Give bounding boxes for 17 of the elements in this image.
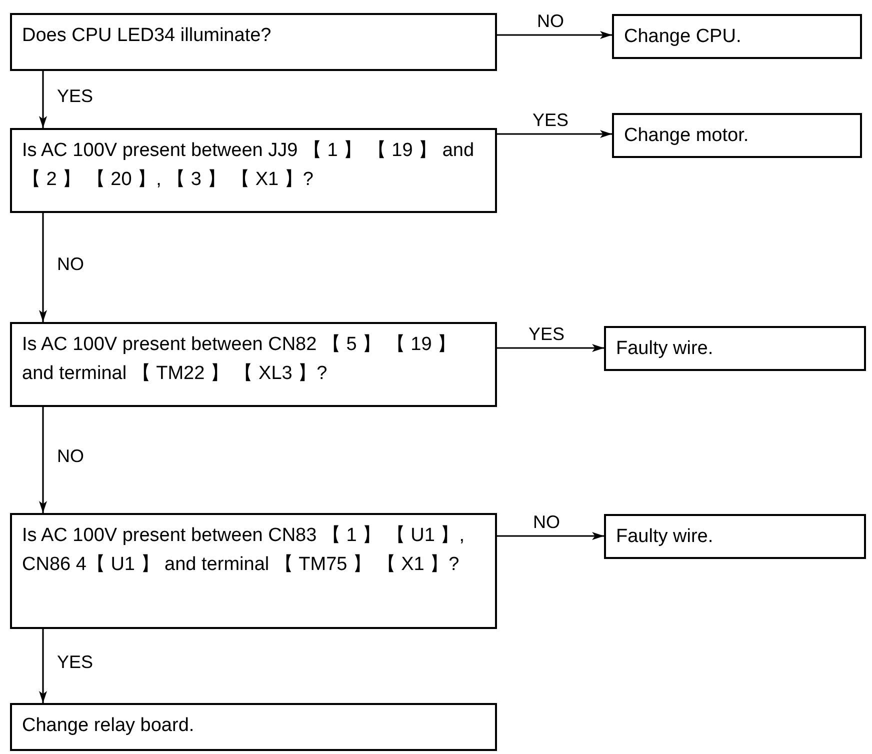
- arrow: [39, 629, 47, 703]
- action-box: Faulty wire.: [604, 514, 866, 559]
- action-box: Change relay board.: [10, 703, 497, 751]
- action-box: Faulty wire.: [604, 326, 866, 371]
- arrow: [39, 213, 47, 322]
- arrow: [39, 71, 47, 128]
- arrow: [497, 532, 604, 540]
- decision-box: Does CPU LED34 illuminate?: [10, 13, 497, 71]
- action-box: Change motor.: [612, 113, 862, 158]
- action-box: Change CPU.: [612, 14, 862, 59]
- decision-box: Is AC 100V present between CN83 【 1 】 【 U1 】, CN86 4【 U1 】 and terminal 【 TM75 】 【 X1 】?: [10, 513, 497, 629]
- arrow: [39, 407, 47, 513]
- decision-box: Is AC 100V present between JJ9 【 1 】 【 19 】 and 【 2 】 【 20 】, 【 3 】 【 X1 】?: [10, 128, 497, 213]
- arrow: [497, 31, 612, 39]
- arrow: [497, 344, 604, 352]
- decision-box: Is AC 100V present between CN82 【 5 】 【 19 】 and terminal 【 TM22 】 【 XL3 】?: [10, 322, 497, 407]
- arrow: [497, 130, 612, 138]
